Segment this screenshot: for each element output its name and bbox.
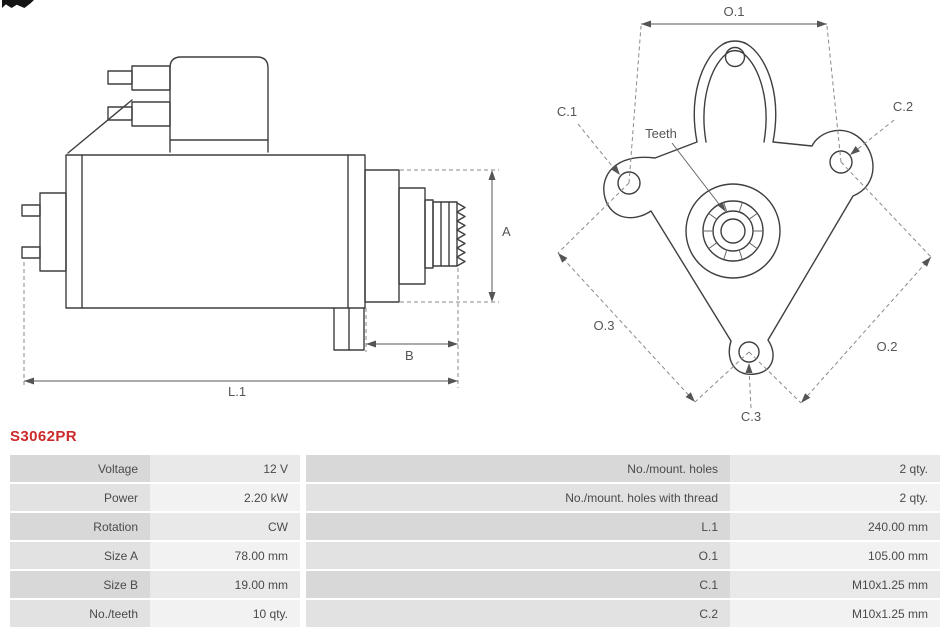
table-row: Power 2.20 kW No./mount. holes with thre… [10,484,940,511]
column-gap [300,484,306,511]
side-view-drawing: A B L.1 [21,56,511,399]
dim-label-o3: O.3 [594,318,615,333]
table-row: Size A 78.00 mm O.1 105.00 mm [10,542,940,569]
corner-logo-fragment [2,0,34,8]
dim-label-l1: L.1 [228,384,246,399]
spec-value: 78.00 mm [150,542,300,569]
table-row: Rotation CW L.1 240.00 mm [10,513,940,540]
column-gap [300,542,306,569]
column-gap [300,600,306,627]
spec-label: Power [10,484,150,511]
spec-value: 12 V [150,455,300,482]
dim-label-c1: C.1 [557,104,577,119]
dim-label-o1: O.1 [724,4,745,19]
spec-label: Size B [10,571,150,598]
spec-label: C.2 [306,600,730,627]
technical-drawing: A B L.1 [21,4,932,424]
front-view-drawing: O.1 O.3 O.2 C.1 [557,4,932,424]
spec-value: 2 qty. [730,484,940,511]
front-view-dimensions: O.1 O.3 O.2 C.1 [557,4,932,424]
table-row: No./teeth 10 qty. C.2 M10x1.25 mm [10,600,940,627]
part-number: S3062PR [10,428,78,445]
flange-outline [603,40,874,375]
spec-value: M10x1.25 mm [730,600,940,627]
spec-label: O.1 [306,542,730,569]
table-row: Size B 19.00 mm C.1 M10x1.25 mm [10,571,940,598]
spec-value: 240.00 mm [730,513,940,540]
dim-label-o2: O.2 [877,339,898,354]
spec-value: 10 qty. [150,600,300,627]
spec-label: L.1 [306,513,730,540]
spec-label: C.1 [306,571,730,598]
spec-value: CW [150,513,300,540]
column-gap [300,571,306,598]
spec-table: Voltage 12 V No./mount. holes 2 qty. Pow… [10,455,940,629]
gear-teeth [703,202,763,260]
dim-label-c3: C.3 [741,409,761,424]
column-gap [300,455,306,482]
spec-value: M10x1.25 mm [730,571,940,598]
dim-label-b: B [405,348,414,363]
column-gap [300,513,306,540]
table-row: Voltage 12 V No./mount. holes 2 qty. [10,455,940,482]
dim-label-c2: C.2 [893,99,913,114]
spec-value: 105.00 mm [730,542,940,569]
spec-label: Voltage [10,455,150,482]
spec-label: No./mount. holes [306,455,730,482]
spec-value: 2.20 kW [150,484,300,511]
spec-label: No./mount. holes with thread [306,484,730,511]
dim-label-a: A [502,224,511,239]
spec-value: 19.00 mm [150,571,300,598]
spec-value: 2 qty. [730,455,940,482]
spec-label: Size A [10,542,150,569]
motor-outline [21,56,466,351]
spec-label: Rotation [10,513,150,540]
side-view-dimensions: A B L.1 [23,169,511,399]
spec-label: No./teeth [10,600,150,627]
teeth-label: Teeth [645,126,677,141]
